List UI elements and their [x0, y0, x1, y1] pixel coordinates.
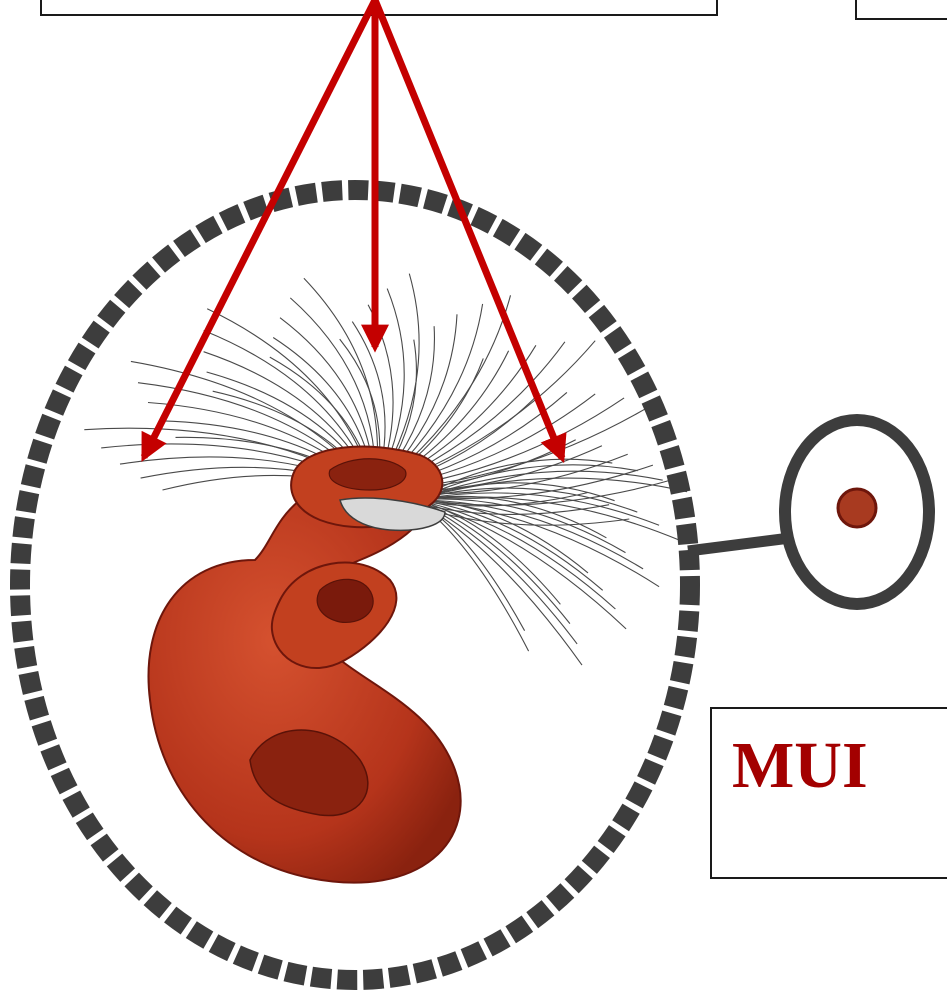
nucleolus-lens-icon [688, 420, 929, 604]
label-text: MUI [732, 733, 868, 799]
chromatin-coil [148, 447, 460, 883]
arrow-icon [144, 0, 375, 457]
label-box: MUI [710, 707, 947, 879]
spindle-fiber [415, 500, 643, 569]
spindle-fiber [415, 500, 626, 629]
